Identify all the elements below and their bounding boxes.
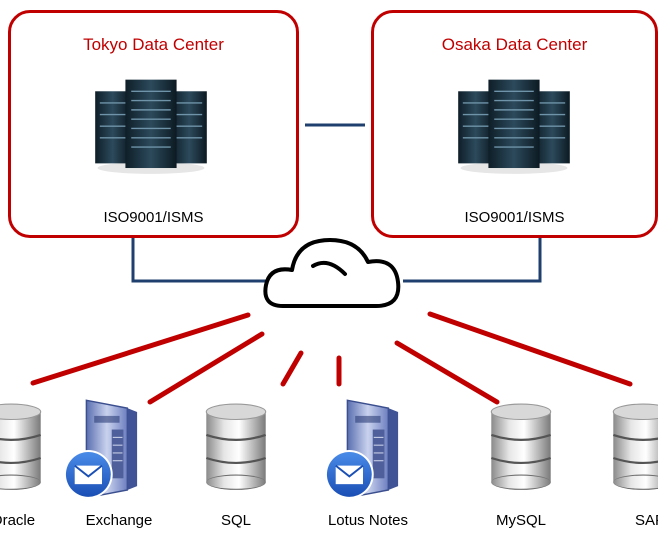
service-label-sap: SAP xyxy=(634,512,658,529)
connector-exchange xyxy=(147,331,265,405)
service-label-lotus-notes: Lotus Notes xyxy=(327,512,409,529)
certification-label: ISO9001/ISMS xyxy=(464,209,565,226)
database-icon xyxy=(490,402,552,492)
database-icon xyxy=(0,402,42,492)
cloud-icon xyxy=(263,238,401,308)
osaka-cloud-line xyxy=(403,238,542,283)
service-label-mysql: MySQL xyxy=(495,512,546,529)
server-rack-icon xyxy=(457,78,571,175)
connector-sap xyxy=(427,311,633,387)
connector-oracle xyxy=(30,312,251,386)
database-icon xyxy=(612,402,658,492)
mail-server-icon xyxy=(63,399,139,500)
datacenter-title: Osaka Data Center xyxy=(441,35,588,54)
tokyo-cloud-line xyxy=(131,238,267,283)
connector-sql xyxy=(280,350,304,387)
datacenter-title: Tokyo Data Center xyxy=(83,35,224,54)
service-label-sql: SQL xyxy=(220,512,251,529)
server-rack-icon xyxy=(94,78,208,175)
service-label-oracle: Oracle xyxy=(0,512,36,529)
certification-label: ISO9001/ISMS xyxy=(103,209,204,226)
mail-server-icon xyxy=(324,399,400,500)
datacenter-card-osaka: Osaka Data Center ISO9001/ISMS xyxy=(371,10,658,238)
service-label-exchange: Exchange xyxy=(85,512,153,529)
datacenter-card-tokyo: Tokyo Data Center ISO9001/ISMS xyxy=(8,10,299,238)
connector-mysql xyxy=(394,340,500,405)
database-icon xyxy=(205,402,267,492)
